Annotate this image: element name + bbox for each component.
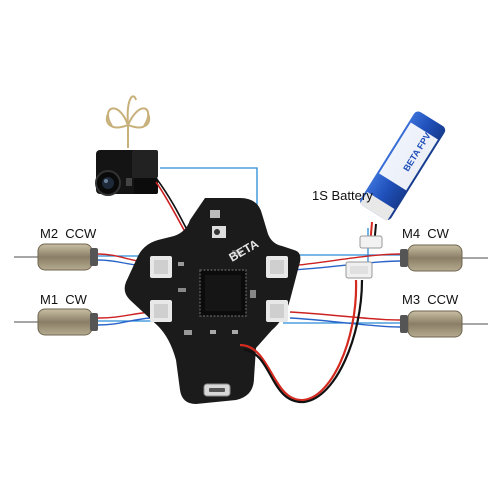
motor-m1-label: M1 CW [40, 292, 87, 307]
flight-controller-board [124, 198, 373, 404]
power-wires [239, 279, 364, 404]
motor-m3-icon [289, 310, 488, 338]
motor-m3-label: M3 CCW [402, 292, 459, 307]
battery-label: 1S Battery [312, 188, 373, 203]
motor-m2-label: M2 CCW [40, 226, 97, 241]
motor-m4-label: M4 CW [402, 226, 449, 241]
fpv-camera [95, 95, 158, 196]
antenna-icon [105, 95, 151, 148]
battery-icon [359, 111, 446, 249]
motor-m1-icon [14, 308, 151, 336]
motor-m4-icon [289, 244, 488, 272]
motor-m2-icon [14, 243, 151, 271]
